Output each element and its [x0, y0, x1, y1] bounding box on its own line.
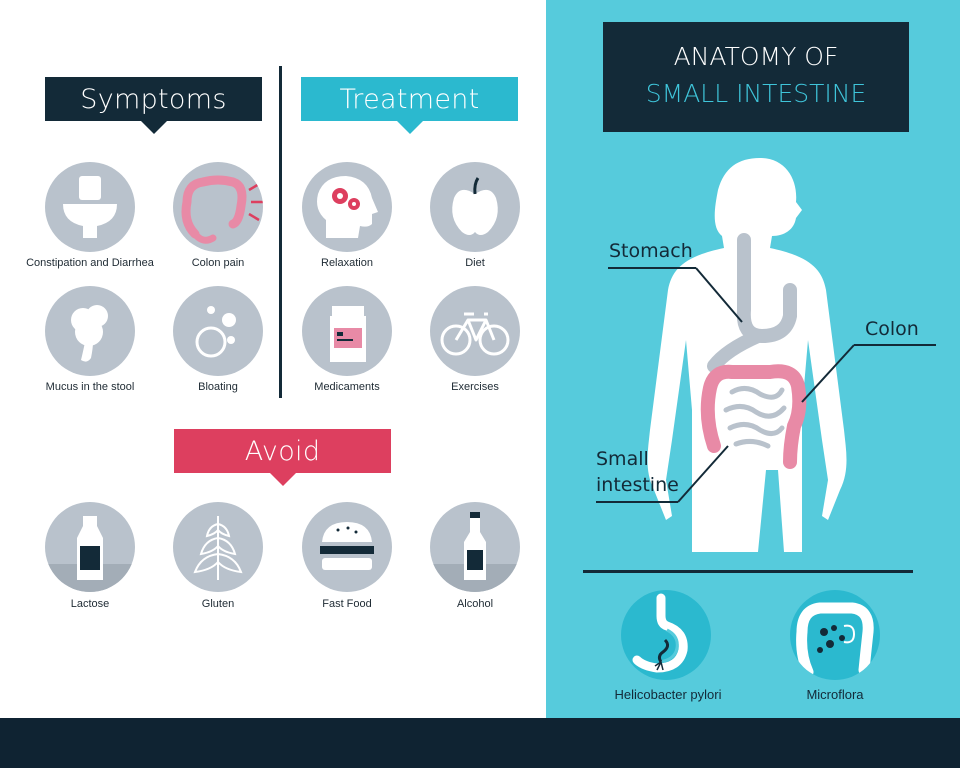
symptom-label: Constipation and Diarrhea — [26, 257, 154, 269]
anatomy-divider — [583, 570, 913, 573]
avoid-label: Alcohol — [456, 598, 494, 610]
avoid-title: Avoid — [244, 435, 321, 467]
small-intestine-label-line1: Small — [596, 448, 649, 470]
treatment-label: Relaxation — [321, 257, 373, 269]
avoid-banner: Avoid — [174, 429, 391, 486]
milk-bottle-icon — [45, 502, 135, 592]
bubbles-icon — [173, 286, 263, 376]
avoid-label: Fast Food — [322, 598, 372, 610]
symptom-label: Bloating — [198, 381, 238, 393]
bicycle-icon — [430, 286, 520, 376]
stomach-label: Stomach — [609, 240, 693, 262]
head-gears-icon — [302, 162, 392, 252]
symptom-label: Colon pain — [191, 257, 245, 269]
colon-microflora-icon — [790, 590, 880, 680]
beer-bottle-icon — [430, 502, 520, 592]
pill-bottle-icon — [302, 286, 392, 376]
wheat-icon — [173, 502, 263, 592]
anatomy-title-box: ANATOMY OF SMALL INTESTINE — [603, 22, 909, 132]
colon-organ — [700, 364, 807, 469]
symptoms-title: Symptoms — [80, 83, 227, 115]
anatomy-title: ANATOMY OF — [673, 42, 839, 71]
avoid-label: Lactose — [70, 598, 110, 610]
toilet-icon — [45, 162, 135, 252]
symptom-label: Mucus in the stool — [45, 381, 135, 393]
treatment-banner: Treatment — [301, 77, 518, 134]
burger-icon — [302, 502, 392, 592]
bacteria-label: Microflora — [806, 687, 864, 702]
colon-label: Colon — [865, 318, 919, 340]
small-intestine-label-line2: intestine — [596, 474, 679, 496]
avoid-label: Gluten — [201, 598, 235, 610]
bacteria-label: Helicobacter pylori — [614, 687, 722, 702]
treatment-label: Diet — [465, 257, 485, 269]
treatment-label: Exercises — [451, 381, 499, 393]
apple-icon — [430, 162, 520, 252]
mucus-icon — [45, 286, 135, 376]
small-intestine-organ — [723, 386, 787, 449]
treatment-label: Medicaments — [314, 381, 380, 393]
colon-pain-icon — [173, 162, 263, 252]
stomach-bacteria-icon — [621, 590, 711, 680]
section-divider — [279, 66, 282, 398]
footer-bar — [0, 718, 960, 768]
symptoms-banner: Symptoms — [45, 77, 262, 134]
anatomy-subtitle: SMALL INTESTINE — [645, 79, 867, 108]
treatment-title: Treatment — [339, 83, 480, 115]
body-anatomy-illustration — [596, 158, 936, 552]
